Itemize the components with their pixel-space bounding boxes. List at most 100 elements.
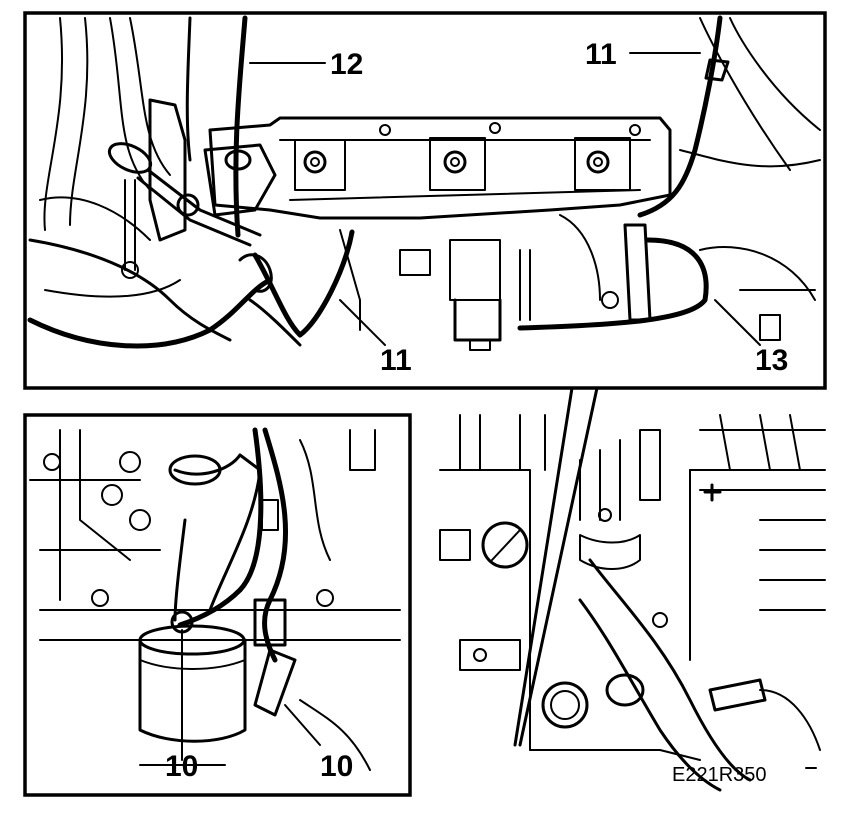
bolt-boss — [294, 139, 346, 191]
bolt-head — [129, 509, 151, 531]
hose-outline — [43, 17, 64, 231]
bracket-bolt — [224, 149, 252, 171]
bottom-left-panel-frame — [23, 413, 412, 797]
sensor-body — [453, 298, 502, 342]
dipstick-ring — [107, 142, 153, 174]
bolt-head — [489, 122, 501, 134]
bolt-head — [121, 261, 139, 279]
casting-edge — [719, 414, 801, 471]
figure-code: E221R350 — [672, 764, 767, 786]
callout-13: 13 — [755, 344, 788, 377]
oil-pipe-11 — [252, 229, 355, 338]
bolt-head — [119, 451, 141, 473]
bottom-left-detail-panel: 10 10 — [23, 413, 412, 797]
exhaust-port — [541, 681, 589, 729]
intake-hose — [578, 598, 722, 792]
pipe-connector — [261, 499, 279, 531]
dipstick-shaft — [136, 176, 252, 247]
hose-outline — [699, 246, 816, 301]
block-edge — [79, 429, 131, 561]
sensor-plug — [708, 678, 767, 712]
bolt-head — [316, 589, 334, 607]
bolt-head — [379, 124, 391, 136]
coolant-hose — [173, 518, 187, 622]
sensor-fitting — [605, 673, 645, 707]
sensor-cable — [759, 689, 821, 751]
callout-11-upper: 11 — [585, 38, 617, 71]
casting-edge — [459, 414, 546, 471]
top-panel-frame — [23, 11, 827, 390]
callout-12: 12 — [330, 48, 363, 81]
small-bracket — [759, 314, 781, 341]
callout-11-lower: 11 — [380, 344, 412, 377]
bolt-head — [101, 484, 123, 506]
oil-filler-cap — [481, 521, 529, 569]
engine-bay-overview: E221R350 — [439, 414, 826, 792]
oil-filter — [138, 638, 247, 743]
exhaust-port — [550, 690, 580, 720]
bolt-head — [629, 124, 641, 136]
bolt-head — [652, 612, 668, 628]
pipe-fitting — [238, 253, 273, 293]
bracket — [439, 529, 471, 561]
zoom-pointer — [513, 386, 574, 747]
clamp-ring — [176, 193, 200, 217]
hose-outline — [28, 238, 232, 342]
bolt-head — [91, 589, 109, 607]
bracket — [349, 429, 376, 471]
oil-filter-band — [139, 659, 246, 670]
hose-outline — [679, 149, 821, 168]
hose-outline — [109, 17, 151, 191]
sensor-housing — [399, 249, 431, 276]
bolt-head — [473, 648, 487, 662]
pipe-bracket — [203, 143, 277, 217]
hose-outline — [39, 196, 151, 241]
pipe-union — [253, 648, 297, 717]
oil-filler-cap-slot — [491, 529, 521, 561]
hose-outline — [729, 17, 821, 131]
oil-pipe-11 — [637, 15, 723, 218]
sensor-housing — [449, 239, 501, 301]
intake-hose — [588, 558, 752, 782]
pipe-fitting — [248, 298, 302, 347]
hose-outline — [129, 17, 171, 176]
pipe-connector — [253, 598, 287, 647]
sensor-housing — [639, 429, 661, 501]
cable-12 — [233, 15, 248, 238]
bolt-head — [598, 508, 612, 522]
hose-clamp — [168, 454, 222, 486]
leader-10-b — [284, 704, 321, 746]
hose-outline — [699, 17, 791, 171]
cable — [185, 16, 192, 162]
pipe-outline — [579, 439, 621, 521]
callout-10-b: 10 — [320, 750, 353, 783]
block-edge — [299, 699, 371, 771]
hose-outline — [44, 279, 181, 298]
bracket — [459, 639, 521, 671]
callout-10-a: 10 — [165, 750, 198, 783]
sensor-tip — [469, 339, 491, 351]
casting-edge — [529, 749, 701, 761]
sensor-cable — [517, 237, 709, 331]
cylinder-head — [208, 116, 672, 220]
dipstick-shaft — [146, 168, 262, 237]
hose-outline — [69, 17, 89, 226]
hose-clamp — [579, 534, 641, 570]
top-detail-panel: 12 11 11 13 — [23, 11, 827, 390]
casting-edge — [289, 189, 641, 201]
leader-11-lower — [339, 299, 386, 346]
bolt-head — [601, 291, 619, 309]
oil-pipe-10 — [177, 427, 264, 628]
bolt-head — [43, 453, 61, 471]
plus-terminal-icon — [703, 483, 722, 502]
bolt-boss — [429, 137, 486, 191]
pipe-connector — [704, 58, 730, 82]
bolt-boss — [574, 137, 631, 191]
manifold-outlet — [559, 214, 601, 301]
battery-ribs — [759, 519, 826, 611]
zoom-pointer — [518, 386, 599, 747]
black-hose — [27, 277, 273, 349]
leader-13 — [714, 299, 761, 346]
hose-outline — [299, 439, 331, 561]
